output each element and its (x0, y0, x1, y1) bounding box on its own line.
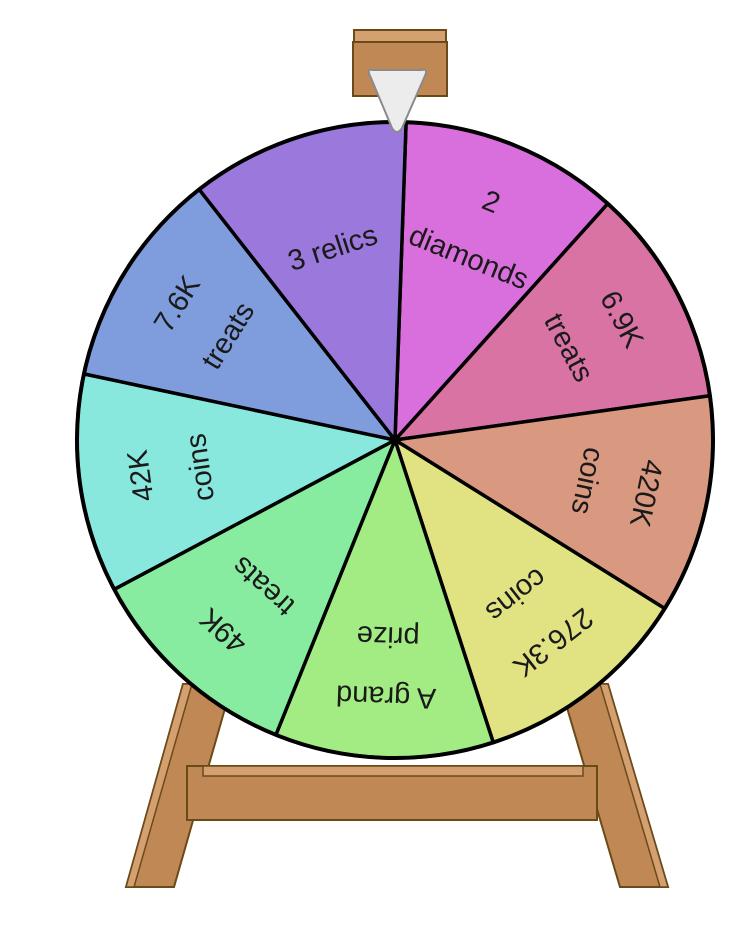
segment-label-line1: A grand (336, 678, 437, 713)
segment-label-line1: 42K (122, 447, 161, 503)
pointer-triangle-icon (367, 68, 428, 133)
segment-label-line2: prize (356, 619, 420, 653)
prize-wheel[interactable]: 2diamonds6.9Ktreats420Kcoins276.3KcoinsA… (75, 120, 715, 760)
wheel-hub (390, 435, 400, 445)
